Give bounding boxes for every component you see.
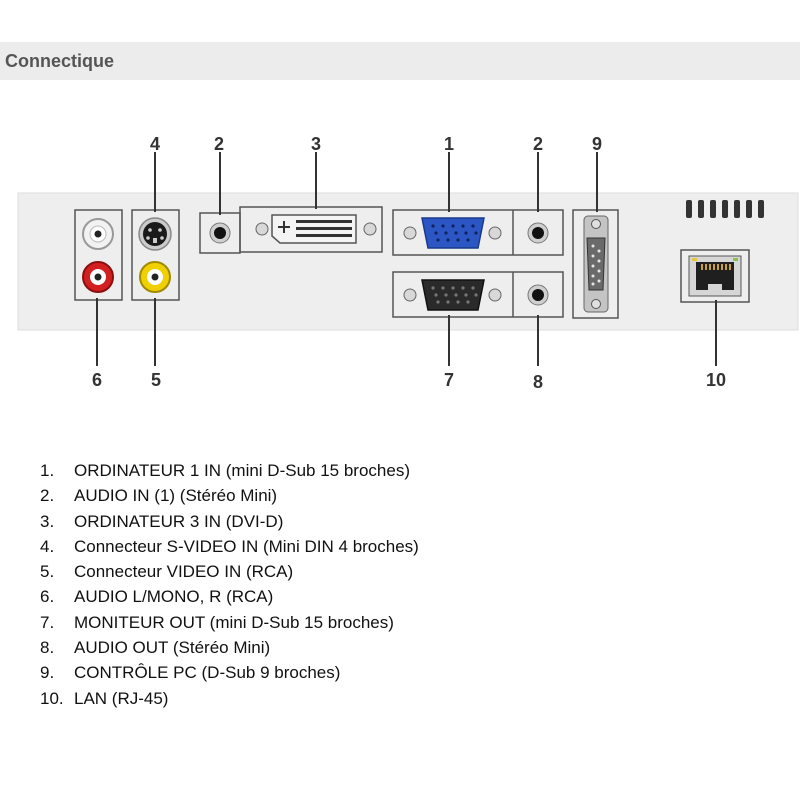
- legend-text: Connecteur S-VIDEO IN (Mini DIN 4 broche…: [74, 536, 419, 556]
- callout-1: 1: [444, 134, 454, 154]
- legend-item: 1. ORDINATEUR 1 IN (mini D-Sub 15 broches…: [40, 458, 419, 483]
- legend-item: 5. Connecteur VIDEO IN (RCA): [40, 559, 419, 584]
- connector-legend: 1. ORDINATEUR 1 IN (mini D-Sub 15 broches…: [40, 458, 419, 711]
- callout-2-right: 2: [533, 134, 543, 154]
- vent-icon: [686, 200, 764, 218]
- callout-9: 9: [592, 134, 602, 154]
- legend-number: 9.: [40, 663, 55, 683]
- frame-dvi: [239, 206, 383, 253]
- legend-text: Connecteur VIDEO IN (RCA): [74, 562, 294, 582]
- legend-text: ORDINATEUR 3 IN (DVI-D): [74, 511, 284, 531]
- frame-monitor-out: [392, 271, 564, 318]
- legend-item: 6. AUDIO L/MONO, R (RCA): [40, 584, 419, 609]
- section-header: Connectique: [0, 42, 800, 80]
- legend-number: 6.: [40, 587, 55, 607]
- legend-number: 2.: [40, 486, 55, 506]
- db9-port-icon: [583, 215, 609, 313]
- callout-5: 5: [151, 370, 161, 390]
- rca-yellow-jack-icon: [139, 261, 171, 293]
- legend-item: 4. Connecteur S-VIDEO IN (Mini DIN 4 broc…: [40, 534, 419, 559]
- rj45-port-icon: [688, 255, 742, 297]
- connector-panel-diagram: 4 2 3 1 2 9 6 5 7 8 10: [17, 134, 799, 392]
- frame-computer-in: [392, 209, 564, 256]
- legend-item: 8. AUDIO OUT (Stéréo Mini): [40, 635, 419, 660]
- legend-text: MONITEUR OUT (mini D-Sub 15 broches): [74, 612, 394, 632]
- vga-port-icon: [403, 279, 502, 311]
- legend-number: 10.: [40, 688, 64, 708]
- legend-item: 2. AUDIO IN (1) (Stéréo Mini): [40, 483, 419, 508]
- callout-3: 3: [311, 134, 321, 154]
- legend-text: CONTRÔLE PC (D-Sub 9 broches): [74, 663, 341, 683]
- rear-panel: [17, 192, 799, 331]
- callout-7: 7: [444, 370, 454, 390]
- section-title: Connectique: [5, 51, 115, 71]
- frame-audio-rca: [74, 209, 123, 301]
- callout-8: 8: [533, 372, 543, 392]
- minijack-icon: [209, 222, 231, 244]
- legend-item: 10. LAN (RJ-45): [40, 686, 419, 711]
- legend-text: LAN (RJ-45): [74, 688, 169, 708]
- callout-6: 6: [92, 370, 102, 390]
- vga-port-icon: [403, 217, 502, 249]
- callout-2: 2: [214, 134, 224, 154]
- svideo-jack-icon: [138, 217, 172, 251]
- legend-number: 3.: [40, 511, 55, 531]
- legend-number: 7.: [40, 612, 55, 632]
- legend-text: AUDIO OUT (Stéréo Mini): [74, 638, 271, 658]
- legend-text: AUDIO L/MONO, R (RCA): [74, 587, 274, 607]
- callout-10: 10: [706, 370, 726, 390]
- legend-item: 9. CONTRÔLE PC (D-Sub 9 broches): [40, 660, 419, 685]
- rca-white-jack-icon: [82, 218, 114, 250]
- legend-item: 7. MONITEUR OUT (mini D-Sub 15 broches): [40, 610, 419, 635]
- legend-number: 1.: [40, 461, 55, 480]
- legend-number: 8.: [40, 638, 55, 658]
- minijack-icon: [527, 284, 549, 306]
- legend-text: AUDIO IN (1) (Stéréo Mini): [74, 486, 278, 506]
- frame-db9: [572, 209, 619, 319]
- legend-item: 3. ORDINATEUR 3 IN (DVI-D): [40, 509, 419, 534]
- dvi-port-icon: [255, 214, 377, 244]
- rca-red-jack-icon: [82, 261, 114, 293]
- legend-text: ORDINATEUR 1 IN (mini D-Sub 15 broches): [74, 461, 410, 480]
- callout-4: 4: [150, 134, 160, 154]
- minijack-icon: [527, 222, 549, 244]
- legend-number: 5.: [40, 562, 55, 582]
- legend-number: 4.: [40, 536, 55, 556]
